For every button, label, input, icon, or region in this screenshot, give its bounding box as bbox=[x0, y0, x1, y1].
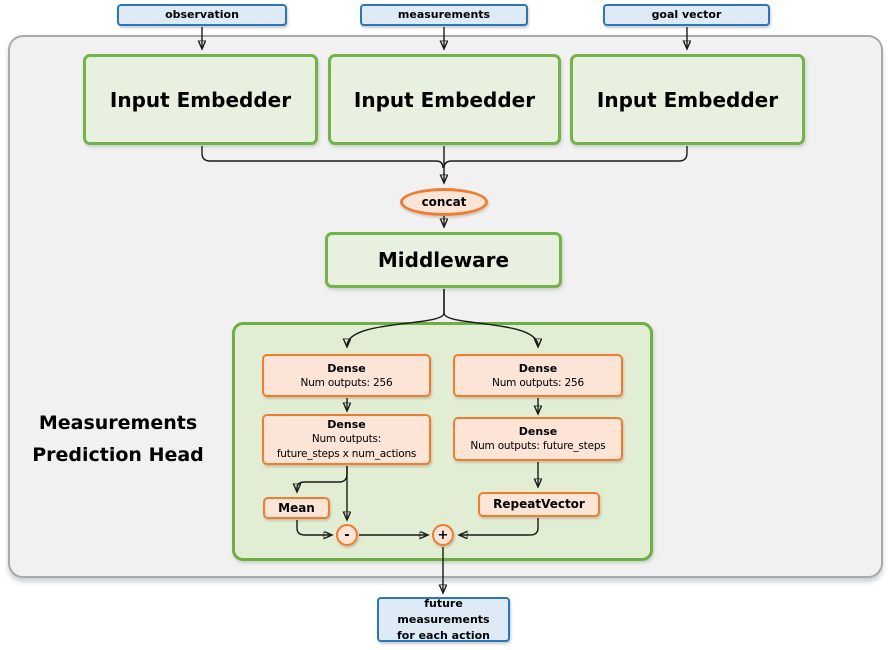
dense-right-1: Dense Num outputs: 256 bbox=[453, 354, 623, 397]
input-box-observation: observation bbox=[117, 4, 287, 26]
dense-left-1: Dense Num outputs: 256 bbox=[262, 354, 431, 397]
dense-subtitle: Num outputs: 256 bbox=[300, 376, 393, 389]
prediction-head-title: Measurements Prediction Head bbox=[32, 412, 204, 466]
repeat-vector-label: RepeatVector bbox=[493, 497, 585, 511]
input-embedder-goal-vector: Input Embedder bbox=[570, 54, 805, 145]
input-box-measurements: measurements bbox=[360, 4, 528, 26]
input-embedder-measurements: Input Embedder bbox=[328, 54, 561, 145]
mean-label: Mean bbox=[278, 500, 315, 515]
input-label: goal vector bbox=[651, 8, 722, 21]
dense-title: Dense bbox=[327, 418, 366, 431]
dense-subtitle: Num outputs: bbox=[311, 433, 382, 445]
middleware-label: Middleware bbox=[377, 248, 510, 272]
input-box-goal-vector: goal vector bbox=[603, 4, 770, 26]
output-label-line2: for each action bbox=[396, 628, 491, 642]
output-box-future-measurements: future measurements for each action bbox=[377, 597, 510, 642]
middleware-box: Middleware bbox=[325, 232, 562, 288]
dense-title: Dense bbox=[327, 361, 366, 375]
output-label-line1: future measurements bbox=[397, 596, 490, 626]
subtract-node: - bbox=[336, 524, 358, 546]
dense-right-2: Dense Num outputs: future_steps bbox=[453, 417, 623, 461]
repeat-vector-box: RepeatVector bbox=[478, 492, 600, 517]
mean-box: Mean bbox=[263, 497, 330, 519]
input-label: observation bbox=[165, 8, 239, 21]
dense-subtitle: Num outputs: future_steps bbox=[470, 440, 606, 452]
input-label: measurements bbox=[397, 8, 491, 21]
dense-title: Dense bbox=[518, 361, 558, 375]
dense-subtitle: Num outputs: 256 bbox=[492, 376, 584, 389]
concat-node: concat bbox=[400, 188, 488, 216]
embedder-label: Input Embedder bbox=[596, 87, 779, 112]
dense-subtitle-2: future_steps x num_actions bbox=[276, 448, 417, 460]
dense-title: Dense bbox=[518, 425, 558, 438]
add-node: + bbox=[432, 524, 454, 546]
concat-label: concat bbox=[421, 195, 467, 209]
input-embedder-observation: Input Embedder bbox=[83, 54, 318, 145]
embedder-label: Input Embedder bbox=[109, 87, 292, 112]
dense-left-2: Dense Num outputs: future_steps x num_ac… bbox=[262, 414, 431, 465]
minus-icon: - bbox=[344, 527, 350, 543]
plus-icon: + bbox=[437, 527, 449, 543]
embedder-label: Input Embedder bbox=[353, 87, 536, 112]
